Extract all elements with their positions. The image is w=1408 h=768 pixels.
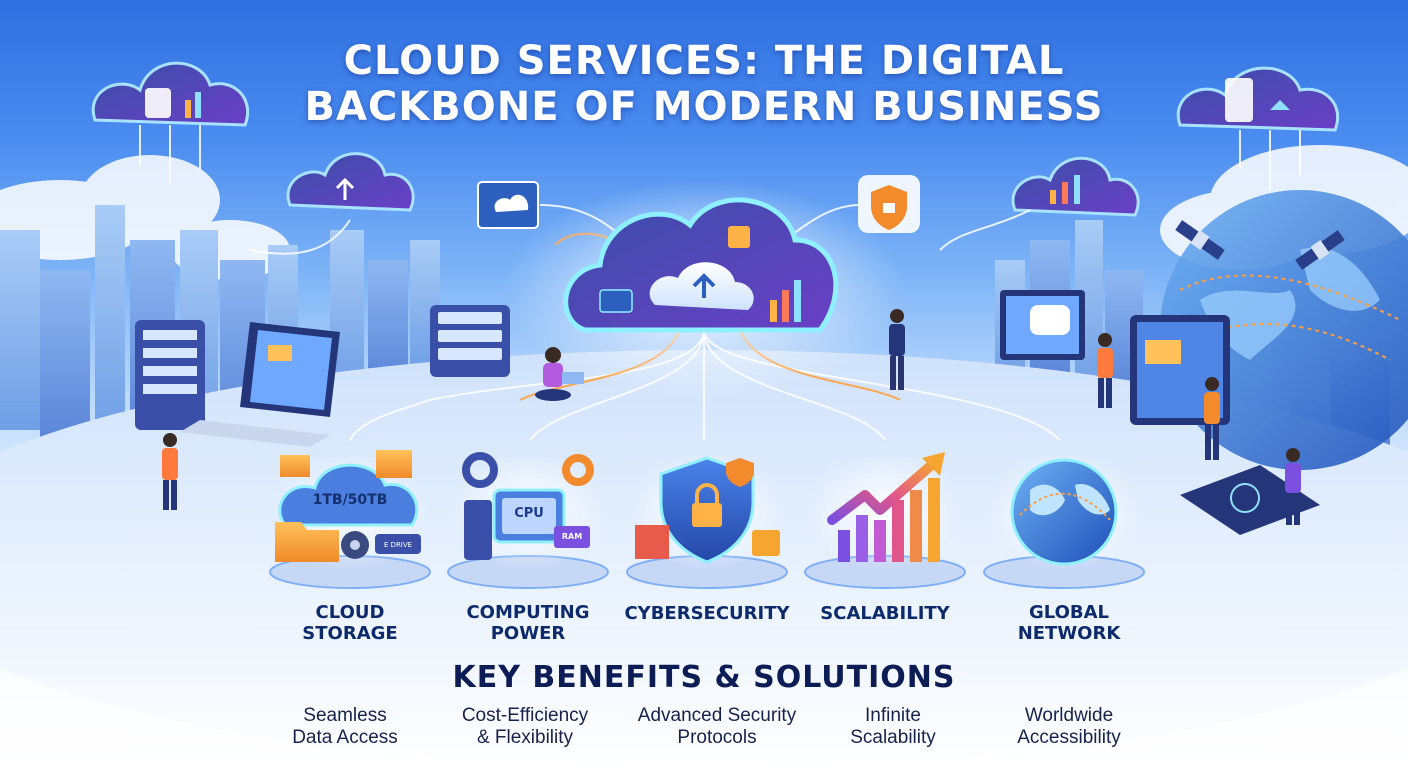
- benefit-line-1: Seamless: [303, 705, 387, 726]
- growth-chart-icon: [805, 450, 965, 570]
- server-rack-icon: [430, 305, 510, 377]
- person-figure: [162, 433, 178, 510]
- benefit-line-2: Data Access: [292, 727, 398, 748]
- ram-chip-label: RAM: [561, 532, 583, 541]
- server-rack-icon: [135, 320, 205, 430]
- person-figure: [1285, 448, 1301, 525]
- benefit-item: Cost-Efficiency & Flexibility: [425, 705, 625, 749]
- benefit-item: Worldwide Accessibility: [969, 705, 1169, 749]
- cpu-chip-icon: [448, 450, 608, 570]
- page-title-line-2: BACKBONE OF MODERN BUSINESS: [304, 84, 1104, 130]
- person-figure: [1204, 377, 1220, 460]
- benefit-line-1: Cost-Efficiency: [461, 705, 589, 726]
- satellite-icon: [1295, 230, 1345, 270]
- storage-capacity-label: 1TB/50TB: [312, 492, 388, 508]
- person-figure: [535, 347, 584, 401]
- upload-window-icon: [477, 181, 539, 229]
- category-label-computing-power: COMPUTING POWER: [466, 602, 590, 644]
- benefit-line-1: Advanced Security: [637, 705, 797, 726]
- analytics-cloud-icon: [1011, 156, 1140, 217]
- category-label-cloud-storage: CLOUD STORAGE: [302, 602, 398, 644]
- satellite-icon: [1175, 220, 1225, 260]
- benefit-line-2: Accessibility: [1017, 727, 1121, 748]
- benefit-item: Infinite Scalability: [793, 705, 993, 749]
- server-cloud-icon: [1176, 66, 1339, 132]
- person-figure: [1097, 333, 1113, 408]
- category-label-cybersecurity: CYBERSECURITY: [624, 603, 790, 624]
- person-figure: [889, 309, 905, 390]
- benefit-line-2: Scalability: [850, 727, 936, 748]
- category-label-scalability: SCALABILITY: [820, 603, 950, 624]
- category-label-global-network: GLOBAL NETWORK: [1017, 602, 1121, 644]
- upload-cloud-icon: [286, 152, 415, 212]
- security-shield-icon: [627, 450, 787, 570]
- city-skyline-left: [0, 205, 440, 440]
- benefit-line-1: Infinite: [865, 705, 921, 726]
- cloud-storage-icon: [270, 450, 430, 570]
- drive-label: E DRIVE: [383, 541, 413, 549]
- benefit-item: Seamless Data Access: [245, 705, 445, 749]
- cpu-chip-label: CPU: [514, 506, 544, 521]
- server-cloud-icon: [91, 61, 250, 127]
- central-cloud-icon: [504, 180, 904, 400]
- page-title-line-1: CLOUD SERVICES: THE DIGITAL: [343, 38, 1065, 84]
- laptop-icon: [180, 322, 340, 447]
- benefit-item: Advanced Security Protocols: [617, 705, 817, 749]
- section-heading: KEY BENEFITS & SOLUTIONS: [452, 660, 956, 695]
- globe-icon: [984, 450, 1144, 570]
- benefit-line-2: Protocols: [677, 727, 757, 748]
- shield-badge-icon: [858, 175, 920, 233]
- monitor-icon: [1000, 290, 1230, 425]
- benefit-line-2: & Flexibility: [476, 727, 574, 748]
- benefit-line-1: Worldwide: [1024, 705, 1114, 726]
